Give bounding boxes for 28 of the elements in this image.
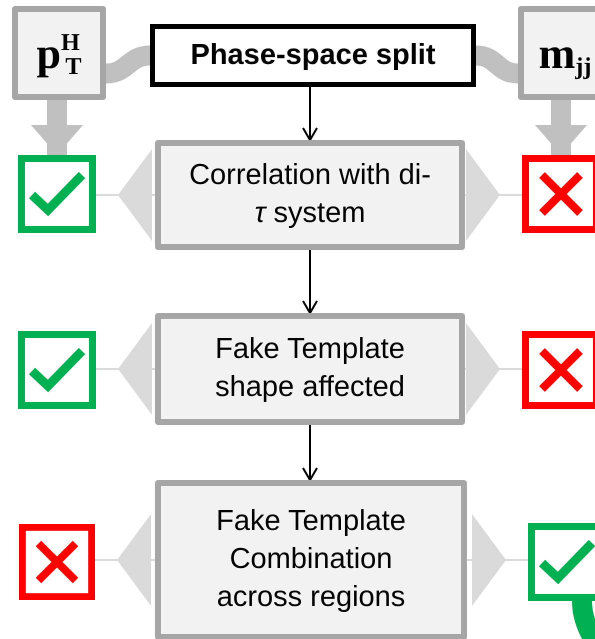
thick-arrow xyxy=(31,100,83,155)
cross-mark-icon xyxy=(522,155,595,233)
chevron-arrow xyxy=(96,323,155,415)
step-text: Fake Template Combination across regions xyxy=(215,504,407,615)
chevron-arrow xyxy=(465,149,522,241)
arrow xyxy=(302,250,318,314)
variable-label: m$_{jj}$ xyxy=(538,28,592,78)
step-box xyxy=(155,140,465,250)
step-box xyxy=(155,480,467,639)
chevron-arrow xyxy=(96,149,155,241)
chevron-arrow xyxy=(465,323,522,415)
variable-box xyxy=(518,6,595,100)
step-text: Correlation with di-τ system xyxy=(189,158,431,231)
chevron-arrow xyxy=(95,514,155,606)
check-mark-icon xyxy=(18,155,96,233)
step-box xyxy=(155,313,465,425)
step-text: Fake Template shape affected xyxy=(214,332,406,405)
variable-box xyxy=(12,6,106,100)
cross-mark-icon xyxy=(522,331,595,409)
cross-mark-icon xyxy=(19,524,95,600)
check-mark-icon xyxy=(528,523,595,601)
chevron-arrow xyxy=(467,514,528,606)
heading-box xyxy=(150,24,476,87)
thick-arrow xyxy=(535,100,587,155)
arrow xyxy=(302,425,318,481)
check-mark-icon xyxy=(18,331,96,409)
heading-text: Phase-space split xyxy=(190,39,436,72)
arrow xyxy=(302,87,318,141)
